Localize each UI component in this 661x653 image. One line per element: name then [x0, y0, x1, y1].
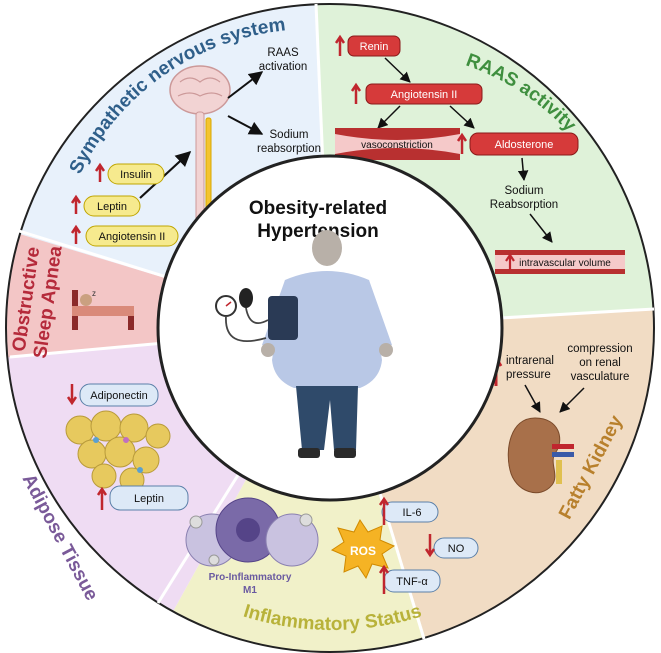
up-arrow-icon — [70, 194, 82, 214]
svg-text:intravascular volume: intravascular volume — [519, 258, 611, 269]
svg-text:Leptin: Leptin — [97, 201, 127, 213]
leptin-pill: Leptin — [70, 194, 141, 217]
svg-text:NO: NO — [448, 543, 465, 555]
center-title-line1: Obesity-related — [249, 198, 387, 219]
svg-text:IL-6: IL-6 — [403, 507, 422, 519]
raas-activation-label-2: activation — [259, 61, 308, 73]
insulin-pill: Insulin — [94, 162, 165, 185]
svg-text:Leptin: Leptin — [134, 493, 164, 505]
compression-label: compression — [567, 343, 632, 355]
center-title-line2: Hypertension — [257, 221, 378, 242]
intrarenal-label-2: pressure — [506, 369, 551, 381]
adiponectin-pill: Adiponectin — [66, 383, 159, 407]
up-arrow-icon — [505, 253, 515, 270]
sodium-reabsorption-label-2: reabsorption — [257, 143, 321, 155]
down-arrow-icon — [66, 384, 78, 406]
up-arrow-icon — [378, 564, 390, 594]
compression-label-2: on renal — [579, 357, 621, 369]
adipocyte-cluster-icon — [65, 410, 171, 493]
bed-icon: z — [72, 289, 134, 330]
m1-label: Pro-Inflammatory — [209, 572, 292, 583]
svg-text:Angiotensin II: Angiotensin II — [99, 231, 166, 243]
m1-label-2: M1 — [243, 585, 257, 596]
svg-text:Angiotensin II: Angiotensin II — [391, 89, 458, 101]
svg-text:Adiponectin: Adiponectin — [90, 390, 148, 402]
raas-sodium-label: Sodium — [505, 185, 544, 197]
svg-text:Aldosterone: Aldosterone — [495, 139, 554, 151]
svg-text:Renin: Renin — [360, 41, 389, 53]
svg-text:ROS: ROS — [350, 544, 376, 558]
macrophage-icon — [185, 497, 319, 567]
tnf-pill: TNF-α — [378, 564, 441, 594]
outer-ring — [5, 3, 655, 653]
svg-text:vasoconstriction: vasoconstriction — [361, 140, 433, 151]
svg-text:z: z — [92, 289, 96, 298]
up-arrow-icon — [96, 486, 108, 510]
leptin-pill-adipose: Leptin — [96, 485, 189, 511]
up-arrow-icon — [456, 132, 468, 154]
raas-sodium-label-2: Reabsorption — [490, 199, 558, 211]
down-arrow-icon — [424, 534, 436, 558]
ros-burst: ROS — [330, 519, 396, 580]
up-arrow-icon — [350, 82, 362, 104]
intrarenal-label: intrarenal — [506, 355, 554, 367]
angiotensin-pill-raas: Angiotensin II — [350, 82, 483, 105]
compression-label-3: vasculature — [571, 371, 630, 383]
up-arrow-icon — [378, 496, 390, 525]
svg-text:Insulin: Insulin — [120, 169, 152, 181]
up-arrow-icon — [94, 162, 106, 182]
kidney-icon — [507, 417, 574, 494]
renin-pill: Renin — [334, 34, 401, 57]
up-arrow-icon — [70, 224, 82, 244]
no-pill: NO — [424, 534, 479, 559]
blood-pressure-cuff-icon — [215, 288, 298, 342]
up-arrow-icon — [334, 34, 346, 56]
il6-pill: IL-6 — [378, 496, 439, 525]
intravascular-vessel: intravascular volume — [495, 250, 625, 274]
sodium-reabsorption-label: Sodium — [270, 129, 309, 141]
vasoconstriction-vessel: vasoconstriction — [335, 128, 460, 160]
svg-text:TNF-α: TNF-α — [396, 576, 428, 588]
raas-activation-label: RAAS — [267, 47, 299, 59]
aldosterone-pill: Aldosterone — [456, 132, 579, 156]
angiotensin-pill: Angiotensin II — [70, 224, 179, 247]
